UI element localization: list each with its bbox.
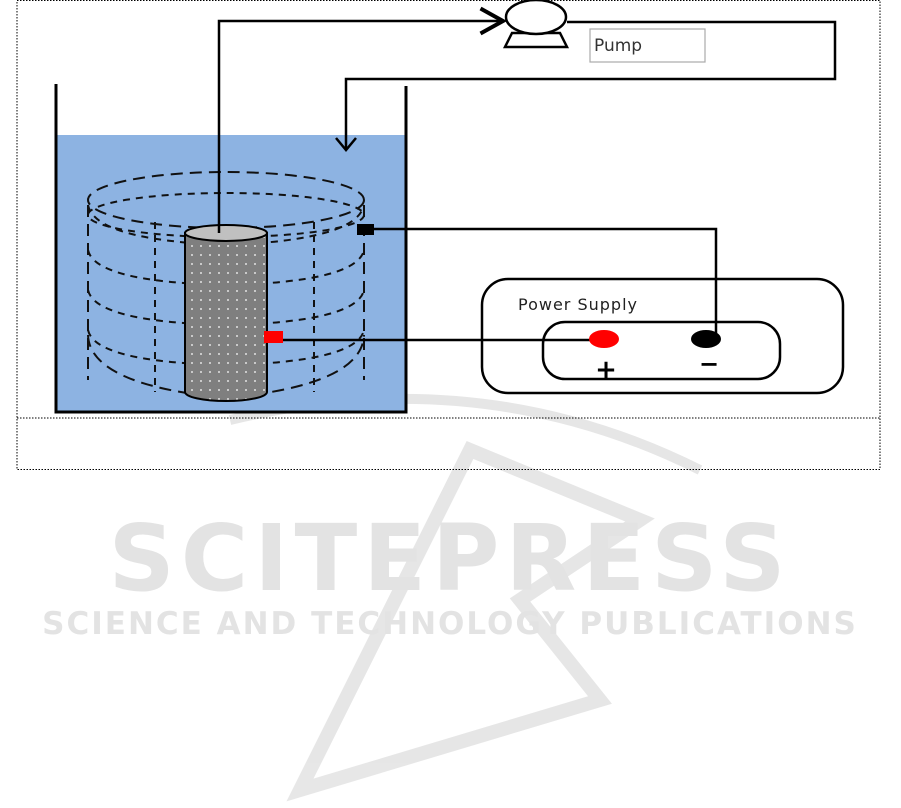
- positive-terminal: [589, 330, 619, 348]
- pump-label: Pump: [594, 36, 642, 56]
- anode-cylinder: [184, 224, 268, 402]
- power-supply-label: Power Supply: [518, 295, 638, 314]
- negative-terminal: [691, 330, 721, 348]
- pump-label-box: [589, 28, 706, 63]
- pump-icon: [502, 0, 570, 49]
- watermark-subtitle: SCIENCE AND TECHNOLOGY PUBLICATIONS: [42, 606, 858, 642]
- watermark-title: SCITEPRESS: [108, 505, 791, 612]
- power-supply: Power Supply + −: [480, 277, 845, 395]
- watermark: SCITEPRESS SCIENCE AND TECHNOLOGY PUBLIC…: [42, 393, 858, 802]
- positive-label: +: [595, 355, 617, 385]
- wires: [283, 227, 718, 342]
- anode-connector: [264, 331, 283, 343]
- negative-label: −: [699, 350, 719, 378]
- pump-piping: [217, 6, 837, 233]
- cathode-connector: [357, 224, 374, 235]
